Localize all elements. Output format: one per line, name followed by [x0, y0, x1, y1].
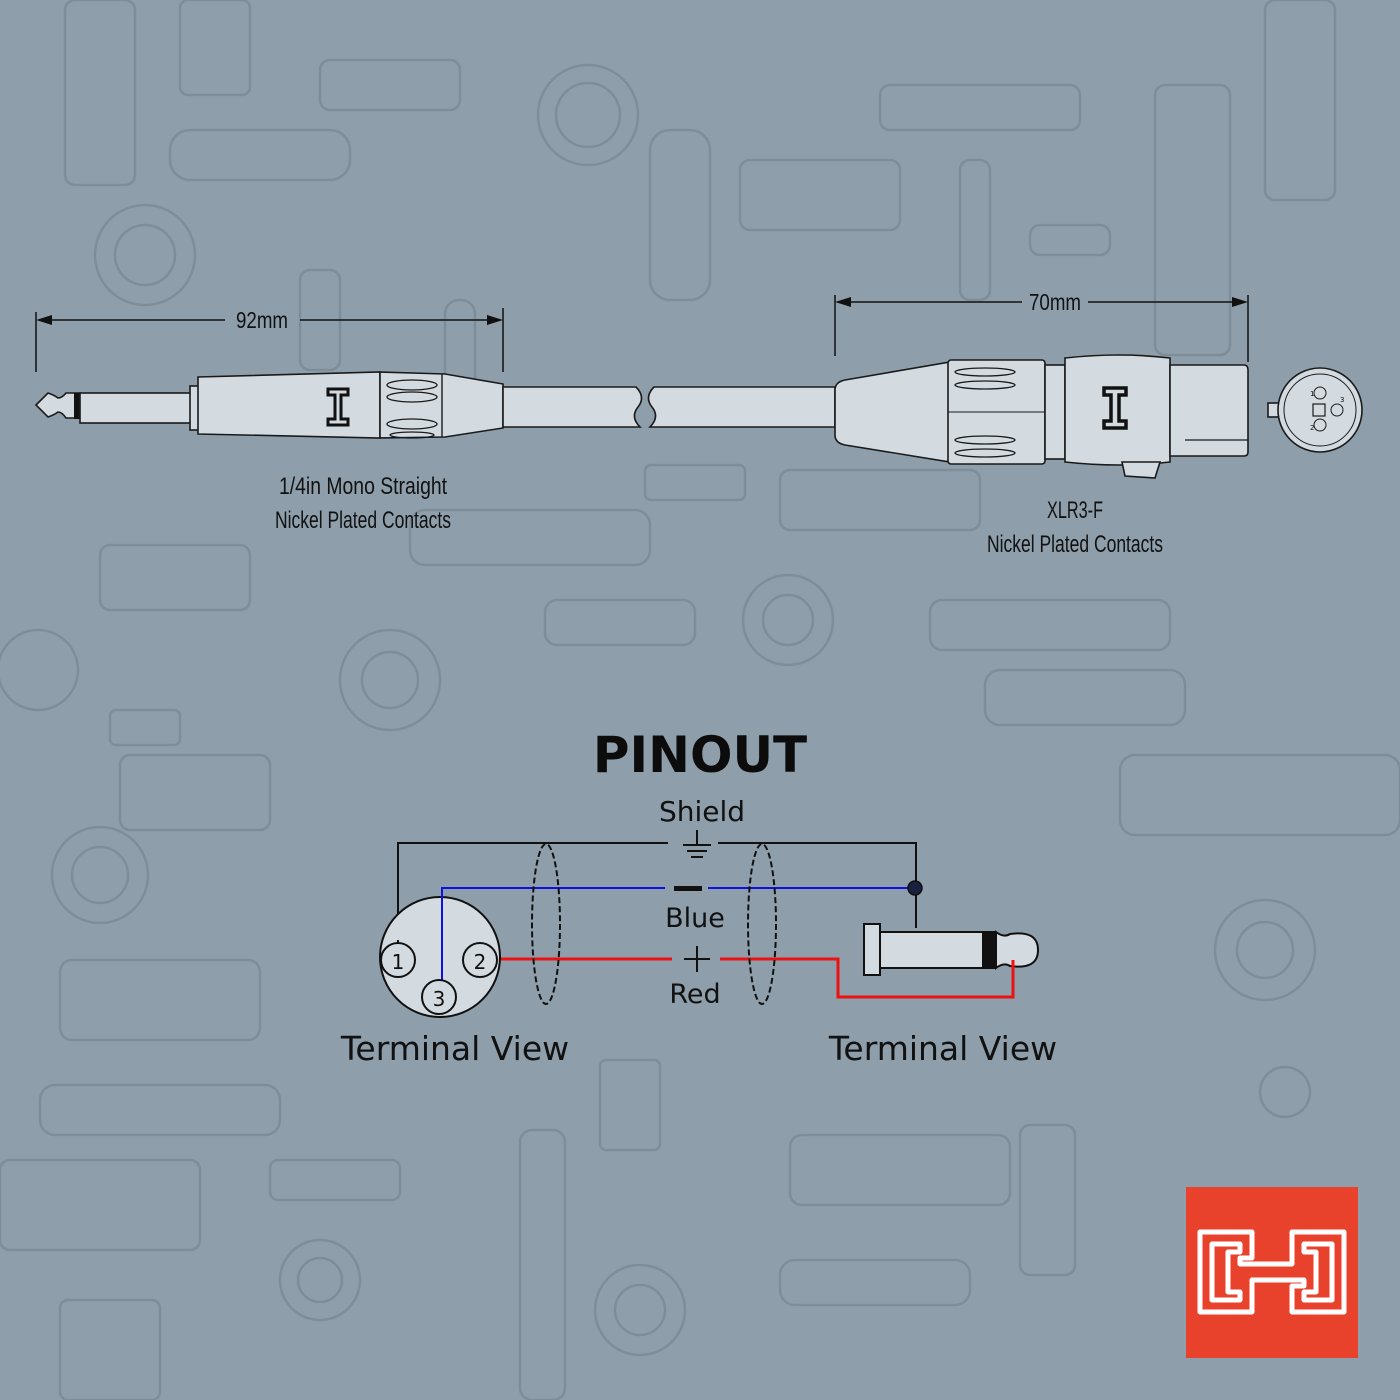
xlr-pin-1: 1: [392, 950, 405, 974]
plug-dimension-label: 92mm: [236, 307, 288, 333]
minus-icon: [674, 886, 702, 891]
xlr-dimension-label: 70mm: [1029, 289, 1081, 315]
pinout-title: PINOUT: [593, 726, 807, 784]
red-label: Red: [669, 979, 720, 1010]
xlr-face-view: 1 2 3: [1267, 367, 1363, 453]
plug-terminal-view: [863, 923, 1040, 997]
plus-icon: [684, 946, 710, 972]
hosa-logo-icon: [1102, 386, 1128, 430]
xlr-terminal-view: 1 2 3: [379, 888, 501, 1018]
xlr-terminal-caption: Terminal View: [340, 1029, 569, 1068]
xlr-female-drawing: [834, 354, 1249, 479]
plug-terminal-caption: Terminal View: [828, 1029, 1057, 1068]
xlr-pin-2: 2: [474, 950, 487, 974]
xlr-pin-3: 3: [433, 987, 446, 1011]
face-pin-3: 3: [1340, 396, 1344, 404]
hosa-h-logo-icon: [1197, 1229, 1347, 1315]
xlr-label-line1: XLR3-F: [1047, 497, 1103, 524]
plug-dimension: 92mm: [35, 307, 504, 372]
plug-label-line1: 1/4in Mono Straight: [279, 473, 447, 500]
cable-drawing: [502, 386, 836, 428]
xlr-label-line2: Nickel Plated Contacts: [987, 531, 1163, 558]
pinout-diagram: PINOUT Shield Blue Red: [340, 726, 1057, 1068]
face-pin-2: 2: [1310, 424, 1314, 432]
shield-label: Shield: [659, 795, 745, 828]
quarter-inch-plug-drawing: [34, 371, 504, 439]
plug-label-line2: Nickel Plated Contacts: [275, 507, 451, 534]
blue-label: Blue: [665, 903, 725, 934]
xlr-dimension: 70mm: [834, 289, 1249, 362]
hosa-brand-logo: [1186, 1187, 1358, 1358]
face-pin-1: 1: [1310, 390, 1314, 398]
hosa-logo-icon: [326, 387, 350, 427]
ground-icon: [683, 830, 711, 858]
